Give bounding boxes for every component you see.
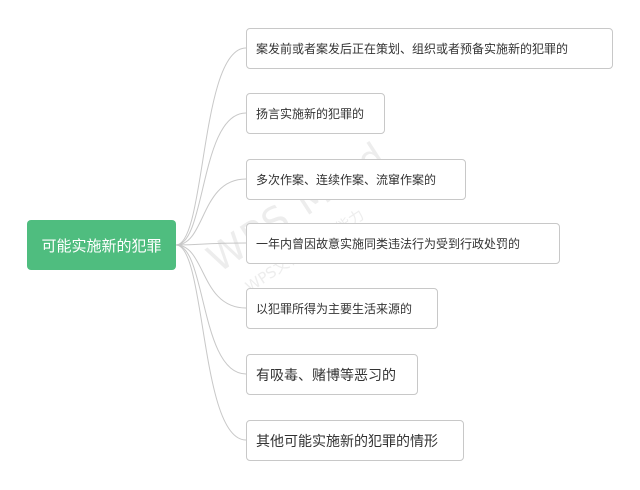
child-node[interactable]: 多次作案、连续作案、流窜作案的: [246, 159, 466, 200]
connector-line: [175, 244, 247, 441]
connector-line: [175, 112, 247, 246]
child-node[interactable]: 其他可能实施新的犯罪的情形: [246, 420, 464, 461]
connector-line: [175, 244, 247, 309]
connector-line: [175, 47, 247, 246]
child-node[interactable]: 有吸毒、赌博等恶习的: [246, 354, 418, 395]
child-node[interactable]: 扬言实施新的犯罪的: [246, 93, 385, 134]
connector-line: [175, 178, 247, 246]
root-node[interactable]: 可能实施新的犯罪: [27, 220, 176, 270]
child-node[interactable]: 以犯罪所得为主要生活来源的: [246, 288, 438, 329]
connector-line: [175, 242, 247, 246]
child-node[interactable]: 一年内曾因故意实施同类违法行为受到行政处罚的: [246, 223, 560, 264]
child-node[interactable]: 案发前或者案发后正在策划、组织或者预备实施新的犯罪的: [246, 28, 613, 69]
connector-line: [175, 244, 247, 375]
